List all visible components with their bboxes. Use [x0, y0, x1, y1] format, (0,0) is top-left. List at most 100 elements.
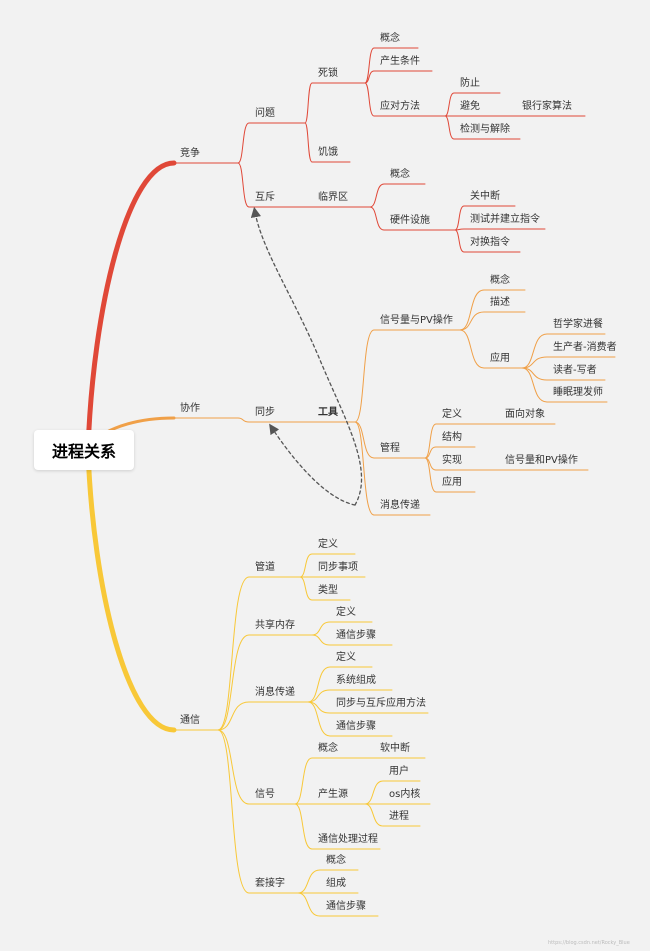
node-dingyi2[interactable]: 定义: [318, 539, 338, 550]
node-gainian1[interactable]: 概念: [380, 33, 400, 44]
node-xiaoxi2[interactable]: 消息传递: [255, 687, 295, 698]
edge-linjie-gainian2: [369, 183, 385, 208]
node-gainian3[interactable]: 概念: [490, 275, 510, 286]
edge-guancheng-dingyi1: [424, 423, 437, 459]
edge-sisuo-gainian1: [364, 47, 375, 84]
node-jincheng[interactable]: 进程: [389, 811, 409, 822]
edge-tongxin-guandao: [217, 576, 250, 731]
branch-tongxin: [85, 447, 177, 733]
node-zucheng[interactable]: 组成: [326, 878, 346, 889]
edge-gongju-xiaoxi1: [354, 421, 375, 516]
edge-yingjian-guanzhongduan: [454, 205, 465, 231]
node-wenti[interactable]: 问题: [255, 108, 275, 119]
node-dingyi3[interactable]: 定义: [336, 607, 356, 618]
node-shuimian[interactable]: 睡眠理发师: [553, 387, 603, 398]
node-tongbushixiang[interactable]: 同步事项: [318, 562, 358, 573]
node-yingdui[interactable]: 应对方法: [380, 101, 420, 112]
node-tongbuhuchi[interactable]: 同步与互斥应用方法: [336, 698, 426, 709]
edge-wenti-jie: [304, 122, 313, 163]
node-yingyong1[interactable]: 应用: [490, 353, 510, 364]
edge-taojiezi-gainian5: [297, 869, 321, 894]
edge-guandao-leixing: [299, 576, 313, 601]
node-duzhe[interactable]: 读者-写者: [553, 365, 597, 376]
edge-xinhao-chuliguocheng: [294, 803, 313, 850]
node-bimian[interactable]: 避免: [460, 101, 480, 112]
node-leixing[interactable]: 类型: [318, 585, 338, 596]
dashed-arrow-to-tongbu: [269, 423, 356, 506]
node-xinhao[interactable]: 信号: [255, 789, 275, 800]
node-tongbu[interactable]: 同步: [255, 407, 275, 418]
edge-tongxin-gongxiang: [217, 634, 250, 731]
node-tongxin[interactable]: 通信: [180, 715, 200, 726]
node-jiance[interactable]: 检测与解除: [460, 124, 510, 135]
node-miaoshu[interactable]: 描述: [490, 297, 510, 308]
edge-gongxiang-dingyi3: [311, 621, 331, 636]
edge-xinhaoliang-gainian3: [459, 289, 485, 331]
node-shixian[interactable]: 实现: [442, 455, 462, 466]
node-tongxinbuzhou1[interactable]: 通信步骤: [336, 630, 376, 641]
node-gongju[interactable]: 工具: [318, 407, 338, 418]
node-xitong[interactable]: 系统组成: [336, 675, 376, 686]
node-linjie[interactable]: 临界区: [318, 192, 348, 203]
node-tongxinbuzhou2[interactable]: 通信步骤: [336, 721, 376, 732]
node-gainian4[interactable]: 概念: [318, 743, 338, 754]
edge-xiaoxi2-tongxinbuzhou2: [307, 701, 331, 737]
node-tongxinbuzhou3[interactable]: 通信步骤: [326, 901, 366, 912]
node-guanzhongduan[interactable]: 关中断: [470, 191, 500, 202]
edge-yingyong1-shuimian: [521, 367, 548, 403]
edge-sisuo-chansheng: [364, 70, 375, 84]
node-zhexuejia[interactable]: 哲学家进餐: [553, 319, 603, 330]
node-yingyong2[interactable]: 应用: [442, 477, 462, 488]
node-xiezuo[interactable]: 协作: [180, 403, 200, 414]
edge-gongxiang-tongxinbuzhou1: [311, 634, 331, 646]
node-ceshi[interactable]: 测试并建立指令: [470, 214, 540, 225]
node-ruanzhongduan[interactable]: 软中断: [380, 743, 410, 754]
node-yingjian[interactable]: 硬件设施: [390, 215, 430, 226]
node-taojiezi[interactable]: 套接字: [255, 878, 285, 889]
edge-jingzheng-wenti: [237, 122, 250, 164]
node-mianxiang[interactable]: 面向对象: [505, 409, 545, 420]
node-gainian2[interactable]: 概念: [390, 169, 410, 180]
node-gongxiang[interactable]: 共享内存: [255, 620, 295, 631]
edge-yingyong1-zhexuejia: [521, 333, 548, 369]
edge-guancheng-jiegou: [424, 446, 437, 459]
edge-yingyong1-duzhe: [521, 367, 548, 381]
node-huchi[interactable]: 互斥: [255, 192, 275, 203]
node-duihuan[interactable]: 对换指令: [470, 237, 510, 248]
edge-xinhaoliang-yingyong1: [459, 329, 485, 369]
branch-jingzheng: [85, 160, 177, 453]
edge-gongju-xinhaoliang: [354, 329, 375, 423]
node-fangzhi[interactable]: 防止: [460, 78, 480, 89]
node-osneihe[interactable]: os内核: [389, 789, 421, 800]
edge-xinhaoliang-miaoshu: [459, 311, 485, 331]
node-yinhangjia[interactable]: 银行家算法: [522, 101, 572, 112]
node-xiaoxi1[interactable]: 消息传递: [380, 500, 420, 511]
node-guandao[interactable]: 管道: [255, 562, 275, 573]
edge-sisuo-yingdui: [364, 82, 375, 117]
node-jiegou[interactable]: 结构: [442, 432, 462, 443]
edge-yingyong1-shengchanzhe: [521, 356, 548, 369]
node-chanshengyuan[interactable]: 产生源: [318, 789, 348, 800]
node-dingyi1[interactable]: 定义: [442, 409, 462, 420]
edge-wenti-sisuo: [304, 82, 313, 124]
node-gainian5[interactable]: 概念: [326, 855, 346, 866]
edge-yingdui-fangzhi: [444, 92, 455, 117]
node-xinhaoliang[interactable]: 信号量与PV操作: [380, 315, 453, 326]
edge-jingzheng-huchi: [237, 162, 250, 208]
node-jie[interactable]: 饥饿: [318, 147, 338, 158]
edge-xinhao-gainian4: [294, 757, 313, 805]
edge-guancheng-yingyong2: [424, 457, 437, 493]
node-sisuo[interactable]: 死锁: [318, 68, 338, 79]
node-shengchanzhe[interactable]: 生产者-消费者: [553, 342, 617, 353]
node-guancheng[interactable]: 管程: [380, 443, 400, 454]
node-yonghu[interactable]: 用户: [389, 766, 409, 777]
node-chuliguocheng[interactable]: 通信处理过程: [318, 834, 378, 845]
node-jingzheng[interactable]: 竞争: [180, 148, 200, 159]
root-node[interactable]: 进程关系: [34, 430, 134, 470]
node-chansheng[interactable]: 产生条件: [380, 56, 420, 67]
node-xinhaoPV[interactable]: 信号量和PV操作: [505, 455, 578, 466]
edge-xiezuo-tongbu: [237, 417, 250, 423]
edge-taojiezi-tongxinbuzhou3: [297, 892, 321, 917]
node-dingyi4[interactable]: 定义: [336, 652, 356, 663]
